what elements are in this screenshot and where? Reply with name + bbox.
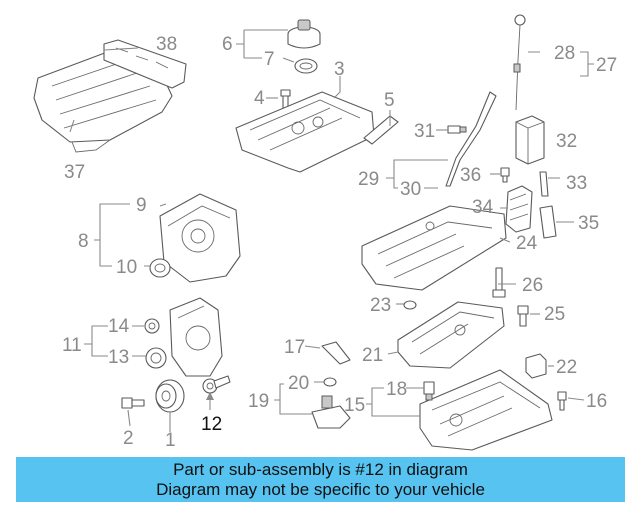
callout-31: 31 xyxy=(414,121,435,142)
callout-12-highlighted: 12 xyxy=(201,414,222,435)
callout-18: 18 xyxy=(386,379,407,400)
callout-33: 33 xyxy=(566,173,587,194)
callout-28: 28 xyxy=(554,43,575,64)
callout-26: 26 xyxy=(522,275,543,296)
small-bolt-part xyxy=(500,167,510,183)
callout-17: 17 xyxy=(284,337,305,358)
callout-9: 9 xyxy=(136,195,147,216)
timing-cover-seal-part xyxy=(149,258,171,278)
mount-seal-part xyxy=(323,377,337,387)
oil-sensor-part xyxy=(423,381,435,401)
tube-bolt-part xyxy=(447,125,467,134)
callout-35: 35 xyxy=(578,213,599,234)
oil-filler-cap-part xyxy=(287,19,321,49)
callout-25: 25 xyxy=(544,304,565,325)
dipstick-part xyxy=(513,14,526,111)
info-banner: Part or sub-assembly is #12 in diagram D… xyxy=(16,457,625,502)
callout-38: 38 xyxy=(156,34,177,55)
callout-19: 19 xyxy=(248,391,269,412)
callout-24: 24 xyxy=(516,233,538,254)
lower-oil-pan-part xyxy=(419,369,553,451)
bracket-small-part xyxy=(321,341,351,365)
callout-32: 32 xyxy=(556,131,577,152)
callout-23: 23 xyxy=(370,295,391,316)
valve-cover-part xyxy=(235,91,375,173)
callout-8: 8 xyxy=(78,231,89,252)
seal-small-part xyxy=(144,318,160,334)
callout-10: 10 xyxy=(116,257,137,278)
pulley-bolt-part xyxy=(121,397,145,409)
drain-bolt-part xyxy=(517,305,529,327)
callout-30: 30 xyxy=(400,179,421,200)
callout-37: 37 xyxy=(64,162,85,183)
crankshaft-pulley-part xyxy=(155,379,185,413)
o-ring-part xyxy=(403,300,417,310)
callout-11: 11 xyxy=(62,335,82,356)
oil-pan-baffle-part xyxy=(397,301,505,369)
callout-20: 20 xyxy=(288,373,309,394)
callout-2: 2 xyxy=(123,428,134,449)
bolt-12-part xyxy=(202,375,231,394)
oil-cooler-part xyxy=(505,185,533,233)
pin-part xyxy=(539,171,549,197)
oil-filter-part xyxy=(515,115,545,165)
seal-large-part xyxy=(145,347,167,369)
manifold-gasket-part xyxy=(103,39,187,89)
upper-oil-pan-part xyxy=(361,205,507,291)
level-sensor-part xyxy=(525,353,547,379)
engine-mount-part xyxy=(311,395,351,429)
callout-16: 16 xyxy=(586,391,607,412)
long-bolt-part xyxy=(492,267,506,298)
cover-plate-part xyxy=(539,205,557,239)
callout-labels: 1 2 3 4 5 6 7 8 9 10 11 12 13 14 15 16 1… xyxy=(62,34,617,451)
pan-bolt-part xyxy=(557,391,567,411)
timing-cover-lower-part xyxy=(169,297,223,377)
callout-7: 7 xyxy=(264,49,275,70)
callout-3: 3 xyxy=(334,59,345,80)
banner-line-part: Part or sub-assembly is #12 in diagram xyxy=(173,460,468,479)
callout-29: 29 xyxy=(358,169,379,190)
callout-1: 1 xyxy=(165,430,176,451)
callout-13: 13 xyxy=(108,347,129,368)
callout-21: 21 xyxy=(362,345,383,366)
callout-22: 22 xyxy=(556,357,577,378)
callout-6: 6 xyxy=(222,34,233,55)
leader-lines xyxy=(69,29,594,432)
callout-36: 36 xyxy=(460,165,481,186)
callout-5: 5 xyxy=(384,90,395,111)
cover-bolt-part xyxy=(280,89,291,109)
callout-15: 15 xyxy=(344,395,365,416)
cap-seal-part xyxy=(294,58,318,74)
callout-4: 4 xyxy=(254,88,265,109)
dipstick-tube-part xyxy=(445,91,497,187)
callout-34: 34 xyxy=(472,197,494,218)
timing-cover-upper-part xyxy=(159,193,241,283)
callout-27: 27 xyxy=(596,55,617,76)
callout-14: 14 xyxy=(108,316,130,337)
banner-line-disclaimer: Diagram may not be specific to your vehi… xyxy=(156,480,485,499)
